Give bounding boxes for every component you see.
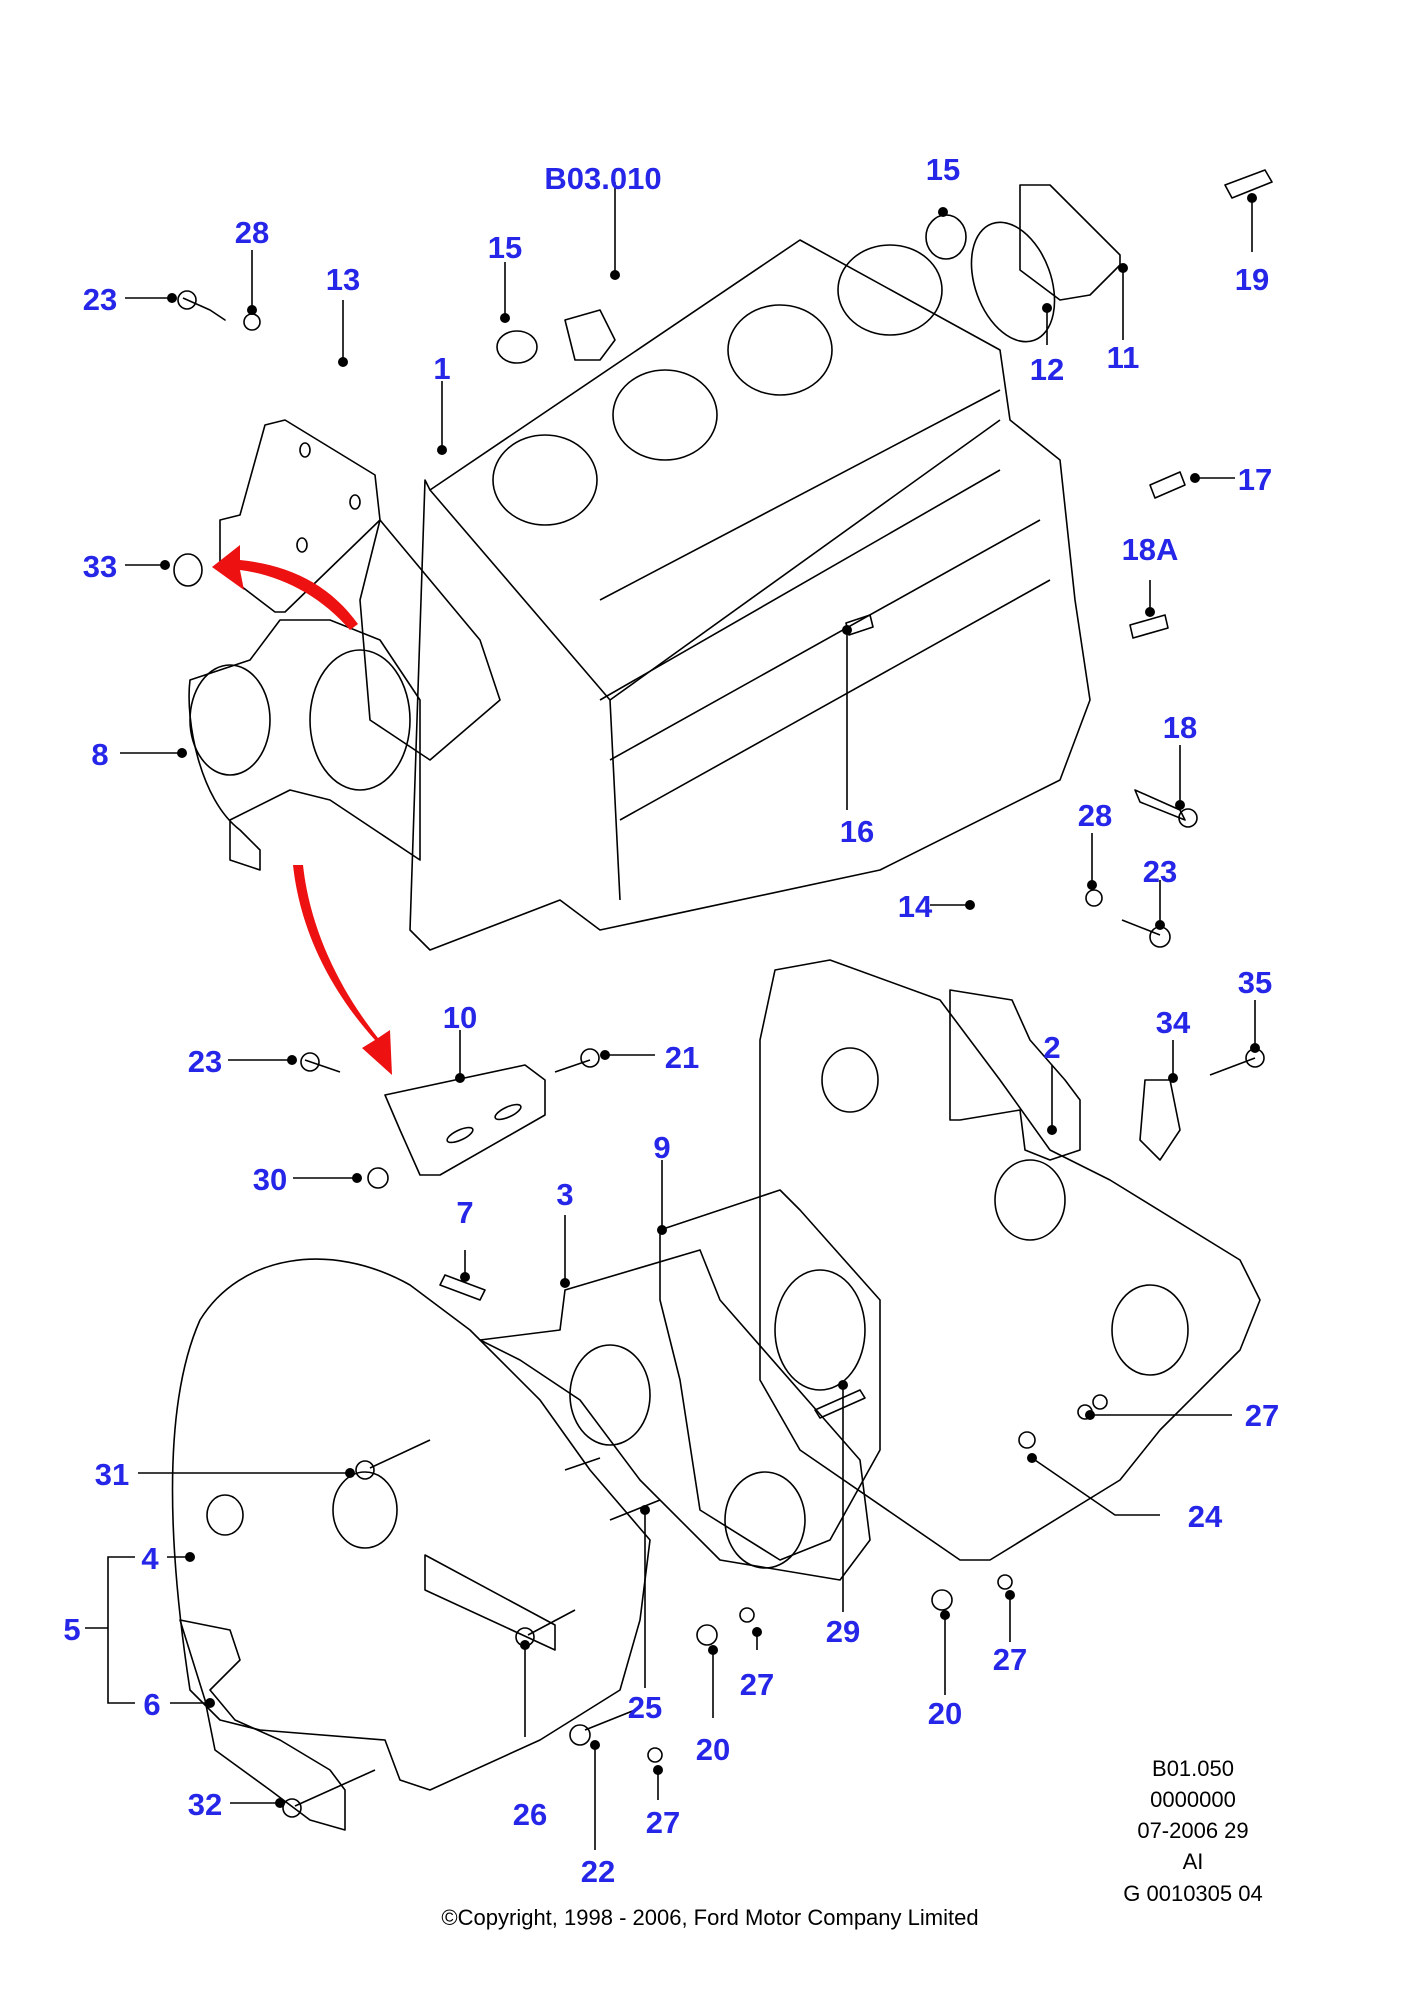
- bracket-10-part: [384, 1064, 546, 1176]
- info-ref: B01.050: [1152, 1756, 1234, 1781]
- leader-lines: [85, 182, 1260, 1850]
- callout-9[interactable]: 9: [653, 1130, 670, 1165]
- callout-21[interactable]: 21: [665, 1040, 699, 1075]
- small-fasteners: [173, 169, 1273, 1818]
- callout-18[interactable]: 18: [1163, 710, 1197, 745]
- callout-12[interactable]: 12: [1030, 352, 1064, 387]
- callout-16[interactable]: 16: [840, 814, 874, 849]
- red-arrow-up: [212, 545, 358, 630]
- callout-1[interactable]: 1: [433, 351, 450, 386]
- callout-27[interactable]: 27: [993, 1642, 1027, 1677]
- callout-23[interactable]: 23: [1143, 854, 1177, 889]
- callout-32[interactable]: 32: [188, 1787, 222, 1822]
- callout-17[interactable]: 17: [1238, 462, 1272, 497]
- callout-34[interactable]: 34: [1156, 1005, 1191, 1040]
- callout-14[interactable]: 14: [898, 889, 933, 924]
- info-ai: AI: [1183, 1849, 1204, 1874]
- callout-26[interactable]: 26: [513, 1797, 547, 1832]
- rear-plate-part: [188, 519, 501, 871]
- gasket-6-part: [179, 1619, 346, 1831]
- callout-3[interactable]: 3: [556, 1177, 573, 1212]
- info-block: B01.050 0000000 07-2006 29 AI G 0010305 …: [1123, 1756, 1262, 1906]
- callout-8[interactable]: 8: [91, 737, 108, 772]
- callout-labels: B03.010 15 15 28 23 13 1 12 11 19 17 18A…: [63, 152, 1279, 1889]
- info-code: 0000000: [1150, 1787, 1236, 1812]
- info-gnumber: G 0010305 04: [1123, 1881, 1262, 1906]
- callout-28[interactable]: 28: [235, 215, 269, 250]
- callout-27[interactable]: 27: [1245, 1398, 1279, 1433]
- plate-9-part: [659, 1189, 881, 1561]
- copyright-text: ©Copyright, 1998 - 2006, Ford Motor Comp…: [441, 1905, 978, 1930]
- engine-block-part: [409, 239, 1091, 951]
- callout-33[interactable]: 33: [83, 549, 117, 584]
- callout-23[interactable]: 23: [83, 282, 117, 317]
- callout-B03-010[interactable]: B03.010: [544, 161, 661, 196]
- callout-13[interactable]: 13: [326, 262, 360, 297]
- callout-5[interactable]: 5: [63, 1612, 80, 1647]
- callout-29[interactable]: 29: [826, 1614, 860, 1649]
- callout-4[interactable]: 4: [141, 1541, 159, 1576]
- callout-20[interactable]: 20: [696, 1732, 730, 1767]
- callout-27[interactable]: 27: [646, 1805, 680, 1840]
- callout-22[interactable]: 22: [581, 1854, 615, 1889]
- bracket-13-part: [219, 419, 381, 613]
- info-date: 07-2006 29: [1137, 1818, 1248, 1843]
- callout-19[interactable]: 19: [1235, 262, 1269, 297]
- callout-10[interactable]: 10: [443, 1000, 477, 1035]
- callout-23[interactable]: 23: [188, 1044, 222, 1079]
- callout-31[interactable]: 31: [95, 1457, 129, 1492]
- callout-25[interactable]: 25: [628, 1690, 662, 1725]
- callout-18A[interactable]: 18A: [1122, 532, 1179, 567]
- callout-28[interactable]: 28: [1078, 798, 1112, 833]
- callout-30[interactable]: 30: [253, 1162, 287, 1197]
- callout-7[interactable]: 7: [456, 1195, 473, 1230]
- callout-6[interactable]: 6: [143, 1687, 160, 1722]
- callout-11[interactable]: 11: [1107, 340, 1140, 375]
- bracket-14-part: [949, 989, 1081, 1161]
- callout-15[interactable]: 15: [488, 230, 522, 265]
- callout-24[interactable]: 24: [1188, 1499, 1223, 1534]
- front-housing-3-part: [479, 1249, 871, 1581]
- front-cover-4-part: [171, 1258, 651, 1791]
- callout-20[interactable]: 20: [928, 1696, 962, 1731]
- callout-35[interactable]: 35: [1238, 965, 1272, 1000]
- red-arrow-down: [293, 865, 392, 1075]
- callout-15[interactable]: 15: [926, 152, 960, 187]
- callout-27[interactable]: 27: [740, 1667, 774, 1702]
- callout-2[interactable]: 2: [1043, 1030, 1060, 1065]
- timing-plate-2-part: [759, 959, 1261, 1561]
